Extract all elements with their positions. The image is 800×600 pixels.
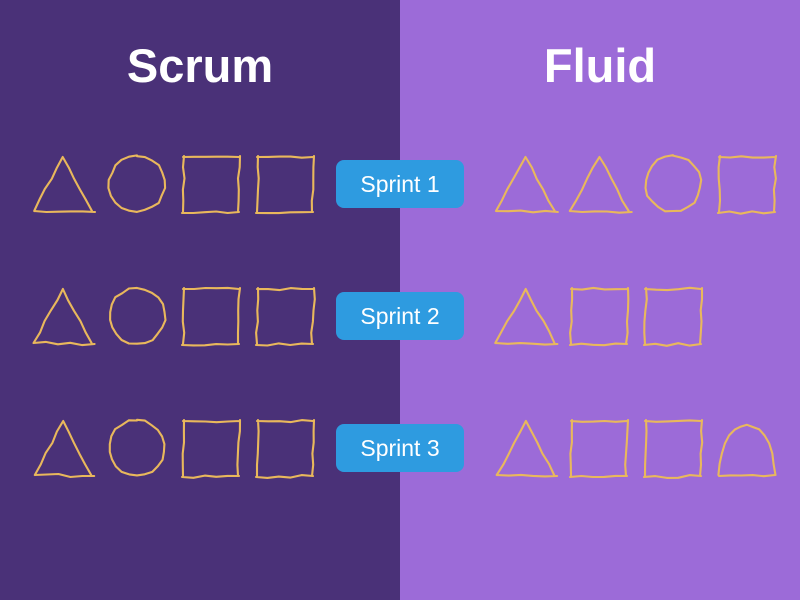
square-shape-icon	[178, 283, 244, 349]
circle-shape-icon	[104, 415, 170, 481]
sprint-badge-2[interactable]: Sprint 2	[336, 292, 464, 340]
sprint-badge-3[interactable]: Sprint 3	[336, 424, 464, 472]
triangle-shape-icon	[492, 151, 559, 217]
square-shape-icon	[566, 415, 632, 481]
circle-shape-icon	[104, 151, 170, 217]
circle-shape-icon	[104, 283, 170, 349]
square-shape-icon	[252, 283, 318, 349]
shape-row-fluid-sprint-2	[492, 271, 792, 361]
square-shape-icon	[640, 283, 706, 349]
panel-scrum: Scrum	[126, 39, 274, 92]
triangle-shape-icon	[492, 415, 559, 481]
square-shape-icon	[640, 415, 706, 481]
triangle-shape-icon	[30, 415, 96, 481]
triangle-shape-icon	[492, 283, 559, 349]
triangle-shape-icon	[566, 151, 633, 217]
square-shape-icon	[178, 151, 244, 217]
square-shape-icon	[566, 283, 632, 349]
panel-fluid: Fluid	[400, 0, 800, 600]
shape-row-scrum-sprint-3	[30, 403, 330, 493]
page-title-fluid: Fluid	[543, 39, 657, 92]
square-shape-icon	[714, 151, 780, 217]
shape-row-scrum-sprint-2	[30, 271, 330, 361]
shape-row-fluid-sprint-3	[492, 403, 792, 493]
square-shape-icon	[252, 151, 318, 217]
square-shape-icon	[252, 415, 318, 481]
arch-shape-icon	[714, 415, 780, 481]
triangle-shape-icon	[30, 283, 96, 349]
circle-shape-icon	[640, 151, 706, 217]
triangle-shape-icon	[30, 151, 97, 217]
shape-row-scrum-sprint-1	[30, 139, 330, 229]
sprint-badge-1[interactable]: Sprint 1	[336, 160, 464, 208]
square-shape-icon	[178, 415, 244, 481]
shape-row-fluid-sprint-1	[492, 139, 792, 229]
page-title-scrum: Scrum	[126, 39, 274, 92]
